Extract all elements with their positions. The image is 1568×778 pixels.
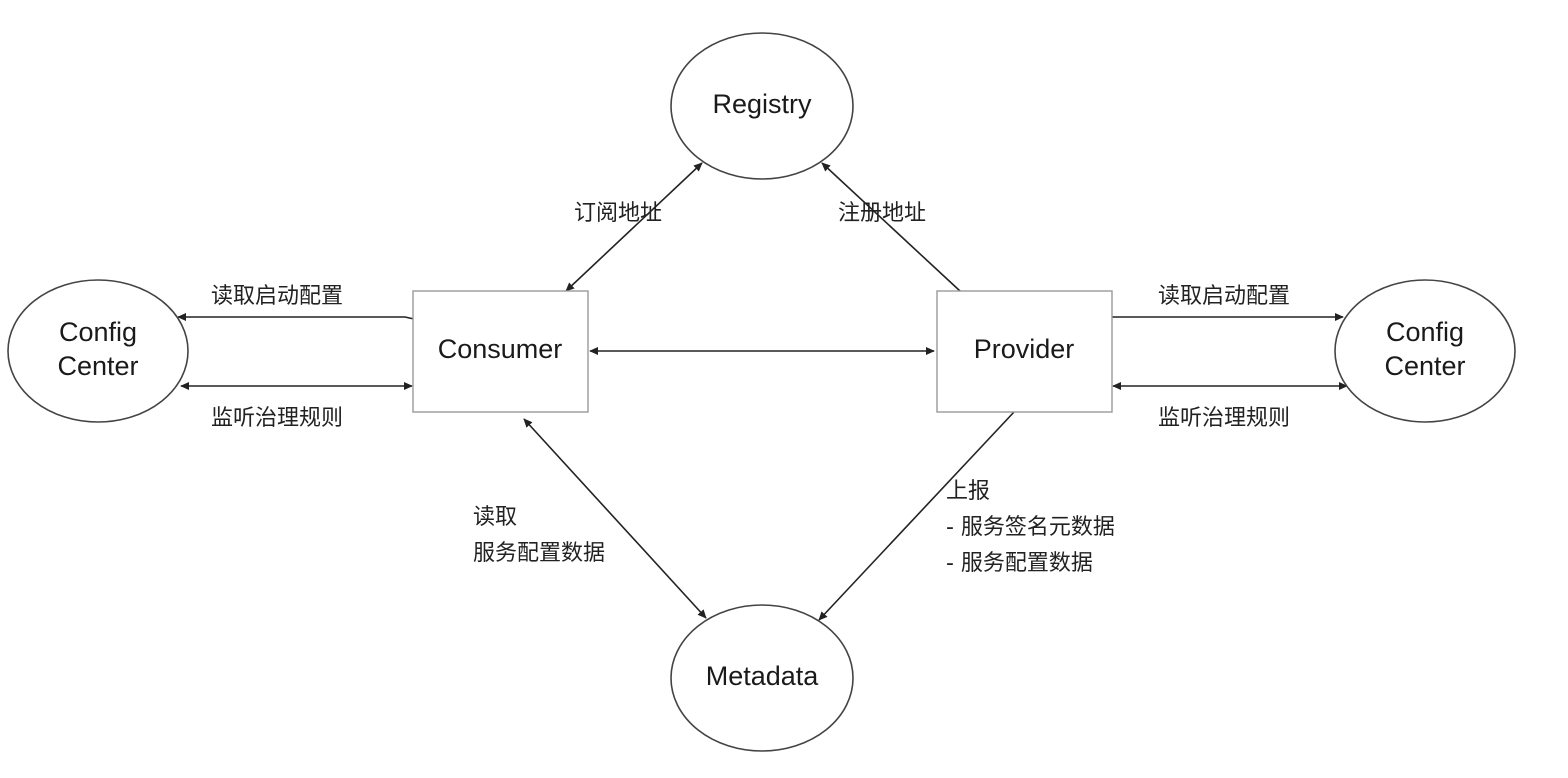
consumer-label: Consumer bbox=[438, 334, 563, 364]
config-center-left-label-line2: Center bbox=[57, 351, 138, 381]
provider-metadata-label-line1: 上报 bbox=[946, 479, 990, 504]
registry-label: Registry bbox=[712, 89, 812, 119]
left-watch-governance-rules-label: 监听治理规则 bbox=[211, 406, 343, 431]
provider-registry-edge bbox=[821, 162, 961, 292]
metadata-label: Metadata bbox=[706, 661, 820, 691]
consumer-node: Consumer bbox=[412, 290, 589, 413]
provider-node: Provider bbox=[936, 290, 1113, 413]
provider-metadata-label-line3: - 服务配置数据 bbox=[946, 551, 1093, 576]
registry-node: Registry bbox=[670, 32, 854, 180]
right-read-startup-config-label: 读取启动配置 bbox=[1158, 284, 1290, 309]
left-read-startup-config-label: 读取启动配置 bbox=[211, 284, 343, 309]
consumer-metadata-label-line1: 读取 bbox=[473, 505, 517, 530]
provider-metadata-label-line2: - 服务签名元数据 bbox=[946, 515, 1115, 540]
register-address-label: 注册地址 bbox=[838, 201, 926, 226]
provider-metadata-edge bbox=[818, 411, 1015, 621]
provider-label: Provider bbox=[974, 334, 1075, 364]
consumer-registry-edge bbox=[565, 162, 703, 292]
consumer-config-read-edge bbox=[177, 312, 415, 322]
right-watch-governance-rules-label: 监听治理规则 bbox=[1158, 406, 1290, 431]
consumer-metadata-label-line2: 服务配置数据 bbox=[473, 541, 605, 566]
config-center-left-node: Config Center bbox=[7, 279, 189, 423]
subscribe-address-label: 订阅地址 bbox=[574, 201, 662, 226]
config-center-right-label-line2: Center bbox=[1384, 351, 1465, 381]
config-center-left-label-line1: Config bbox=[59, 317, 137, 347]
consumer-metadata-edge bbox=[523, 418, 707, 619]
metadata-node: Metadata bbox=[670, 604, 854, 752]
config-center-right-label-line1: Config bbox=[1386, 317, 1464, 347]
config-center-right-node: Config Center bbox=[1334, 279, 1516, 423]
